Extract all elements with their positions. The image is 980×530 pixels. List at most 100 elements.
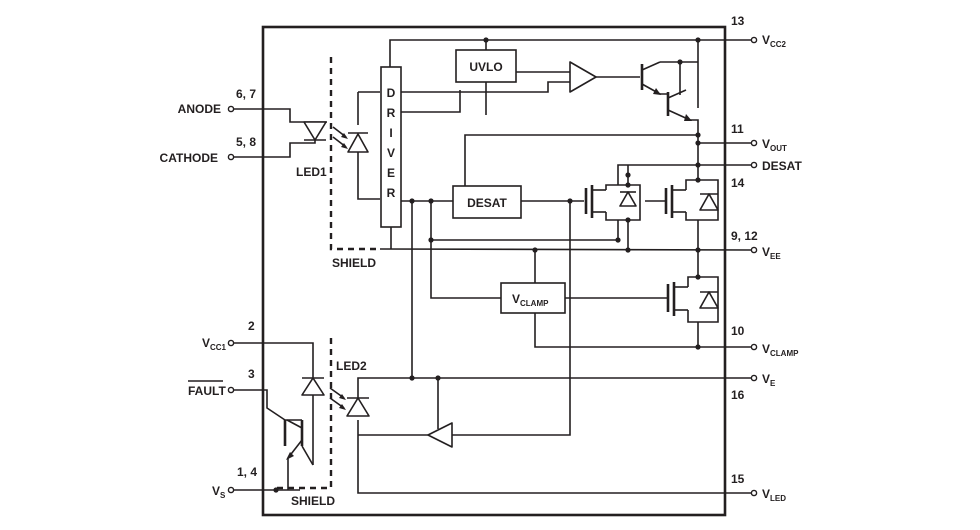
uvlo-block: UVLO <box>455 37 570 115</box>
led1: LED1 <box>296 121 348 179</box>
driver-letter-4: V <box>387 146 395 160</box>
led2-light-arrow-icon <box>339 394 346 400</box>
pin-vs: V S 1, 4 <box>212 465 300 500</box>
photodiode-1-icon <box>347 133 369 153</box>
pin-vcc2-number: 13 <box>731 14 745 28</box>
driver-letter-3: I <box>389 126 392 140</box>
pin-vclamp: 10 V CLAMP <box>731 324 799 358</box>
fault-buffer-icon <box>427 422 453 448</box>
led1-label: LED1 <box>296 165 327 179</box>
pin-vcc2-terminal <box>750 36 758 44</box>
ic-package-outline <box>261 25 727 517</box>
pin-vclamp-sub: CLAMP <box>770 349 799 358</box>
desat-mosfet <box>584 165 641 253</box>
mosfet-clamp-body-diode-icon <box>699 291 719 309</box>
photodiode-2 <box>346 377 412 417</box>
desat-block: DESAT <box>452 132 701 436</box>
pin-desat-terminal <box>750 161 758 169</box>
photodiode-1 <box>347 91 380 200</box>
pin-vout-label: V <box>762 137 770 151</box>
pin-vled-terminal <box>750 489 758 497</box>
pin-cathode-number: 5, 8 <box>236 135 256 149</box>
pin-fault-terminal <box>227 386 235 394</box>
pin-ve-number: 16 <box>731 388 745 402</box>
pin-vee-label: V <box>762 245 770 259</box>
pin-vout-sub: OUT <box>770 144 787 153</box>
vclamp-block-sub: CLAMP <box>520 299 549 308</box>
driver-letter-2: R <box>387 106 396 120</box>
pin-vclamp-number: 10 <box>731 324 745 338</box>
fault-buffer <box>358 375 453 448</box>
shield-top-dashed <box>329 57 380 251</box>
pin-vcc2-sub: CC2 <box>770 40 787 49</box>
comparator-icon <box>569 61 597 93</box>
darlington-output <box>640 37 701 146</box>
pin-ve: V E 16 <box>731 372 776 402</box>
pin-fault: FAULT 3 <box>188 367 302 421</box>
desat-block-label: DESAT <box>467 196 507 210</box>
driver-connections <box>401 81 621 381</box>
pin-vcc1: V CC1 2 <box>202 319 314 378</box>
led2: LED2 <box>301 359 367 465</box>
pin-cathode: CATHODE 5, 8 <box>160 135 316 165</box>
pin-ve-label: V <box>762 372 770 386</box>
pin-ve-terminal <box>750 374 758 382</box>
pin-vcc2: 13 V CC2 <box>731 14 787 49</box>
clamp-mosfet <box>666 250 719 350</box>
pin-ve-sub: E <box>770 379 776 388</box>
pin-vout: 11 V OUT <box>731 122 787 153</box>
pin-vclamp-label: V <box>762 342 770 356</box>
pin-vcc1-label: V <box>202 336 210 350</box>
pin-vee: 9, 12 V EE <box>731 229 781 261</box>
uvlo-label: UVLO <box>469 60 502 74</box>
vclamp-block-label: V <box>512 292 520 306</box>
shield-top-label: SHIELD <box>332 256 376 270</box>
pin-vcc1-sub: CC1 <box>210 343 227 352</box>
shield-bottom-label: SHIELD <box>291 494 335 508</box>
right-rails <box>357 39 752 494</box>
pin-fault-number: 3 <box>248 367 255 381</box>
driver-letter-6: R <box>387 186 396 200</box>
photodiode-2-icon <box>346 397 370 417</box>
pin-anode: ANODE 6, 7 <box>178 87 304 123</box>
pin-vs-terminal <box>227 486 235 494</box>
pin-desat: DESAT 14 <box>731 159 802 190</box>
pin-vcc1-terminal <box>227 339 235 347</box>
pin-vout-terminal <box>750 139 758 147</box>
pin-vee-terminal <box>750 246 758 254</box>
led1-light-arrow-icon <box>341 133 348 139</box>
pin-cathode-label: CATHODE <box>160 151 218 165</box>
pulldown-mosfet <box>645 143 719 253</box>
pin-fault-label: FAULT <box>188 384 226 398</box>
pin-vled-number: 15 <box>731 472 745 486</box>
led1-diode-icon <box>303 121 327 141</box>
led2-label: LED2 <box>336 359 367 373</box>
comparator <box>569 61 640 93</box>
pin-desat-number: 14 <box>731 176 745 190</box>
pin-vled-label: V <box>762 487 770 501</box>
pin-vcc1-number: 2 <box>248 319 255 333</box>
pin-vs-sub: S <box>220 491 226 500</box>
pin-anode-number: 6, 7 <box>236 87 256 101</box>
fault-transistor <box>273 419 314 493</box>
pin-anode-label: ANODE <box>178 102 221 116</box>
mosfet-pulldown-body-diode-icon <box>699 193 719 211</box>
vclamp-block: V CLAMP <box>500 247 668 314</box>
pin-vee-number: 9, 12 <box>731 229 758 243</box>
driver-block: D R I V E R <box>380 66 402 249</box>
shield-bottom-dashed <box>276 338 333 490</box>
pin-anode-terminal <box>227 105 235 113</box>
pin-desat-label: DESAT <box>762 159 802 173</box>
pin-cathode-terminal <box>227 153 235 161</box>
pin-vclamp-terminal <box>750 343 758 351</box>
pin-vled: 15 V LED <box>731 472 786 503</box>
pin-vs-label: V <box>212 484 220 498</box>
driver-letter-5: E <box>387 166 395 180</box>
led2-diode-icon <box>301 377 325 396</box>
mosfet-desat-body-diode-icon <box>619 191 637 207</box>
pin-vled-sub: LED <box>770 494 786 503</box>
pin-vs-number: 1, 4 <box>237 465 257 479</box>
driver-letter-1: D <box>387 86 396 100</box>
pin-vcc2-label: V <box>762 33 770 47</box>
